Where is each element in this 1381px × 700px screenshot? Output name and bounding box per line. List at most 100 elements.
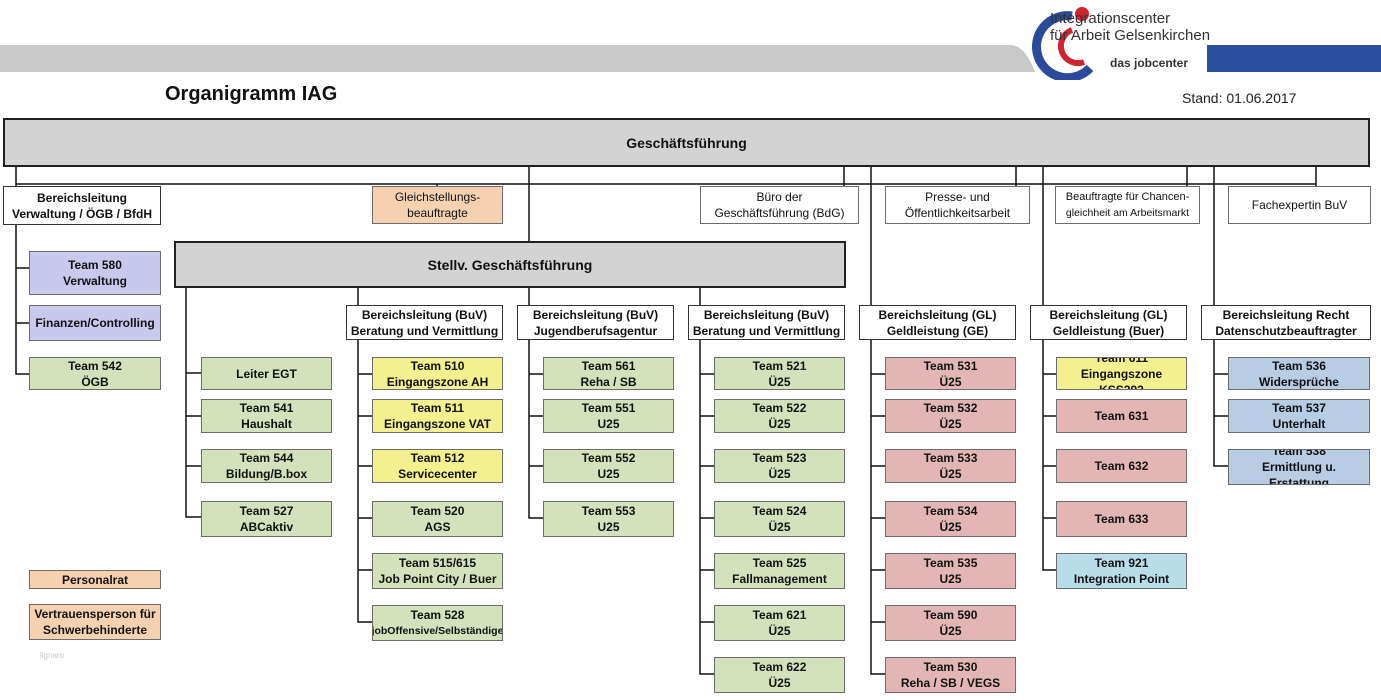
box-text-line: Beauftragte für Chancen- [1065,191,1190,203]
box-text-line: Team 511 [410,401,465,415]
box-fachexpertin: Fachexpertin BuV [1228,186,1371,224]
box-text-line: Team 552 [581,451,636,465]
watermark: lignaro [40,651,65,660]
box-text-line: Ermittlung u. Erstattung [1262,460,1336,485]
box-text-line: Team 551 [581,401,636,415]
box-text-line: ÖGB [81,374,109,389]
box-text-line: Team 553 [581,504,636,518]
connector [15,225,29,375]
box-text-line: ABCaktiv [239,520,294,534]
box-text-line: Team 580 [68,258,122,272]
box-chancengleichheit: Beauftragte für Chancen-gleichheit am Ar… [1055,186,1200,224]
box-geschaeftsfuehrung: Geschäftsführung [3,118,1370,167]
box-text-line: Team 535 [923,556,978,570]
connector [357,340,372,623]
jobcenter-c-logo-icon [1032,7,1094,80]
box-text-line: Bereichsleitung (BuV) [361,307,488,322]
connector [185,288,201,518]
box-personalrat: Personalrat [29,570,161,589]
box-text-line: Team 536 [1272,358,1326,373]
box-text-line: Bereichsleitung (BuV) [703,307,830,322]
box-text-line: Ü25 [939,374,962,389]
box-text-line: Öffentlichkeitsarbeit [904,206,1011,220]
box-text-line: Team 537 [1272,401,1326,415]
box-text-line: Verwaltung / ÖGB / BfdH [11,206,152,221]
box-team-632: Team 632 [1056,449,1187,483]
connector [1213,340,1228,467]
box-text-line: Team 632 [1094,459,1149,473]
box-text-line: Team 621 [752,608,807,622]
box-text-line: Beratung und Vermittlung [692,323,841,338]
box-text-line: Ü25 [939,520,962,534]
logo-line-3: das jobcenter [1110,56,1189,70]
connector [870,340,885,675]
box-text-line: Ü25 [768,676,791,690]
box-text-line: U25 [597,467,620,481]
box-team-633: Team 633 [1056,501,1187,537]
box-text-line: jobOffensive/Selbständige [372,625,503,637]
box-text-line: Bereichsleitung (BuV) [532,307,659,322]
box-text-line: Ü25 [939,467,962,481]
box-text-line: gleichheit am Arbeitsmarkt [1065,207,1190,219]
logo-line-1: Integrationscenter [1050,10,1171,27]
box-text-line: Gleichstellungs- [394,190,481,204]
box-text-line: Eingangszone KSS392 [1080,366,1163,390]
box-text-line: Ü25 [768,520,791,534]
box-text-line: Team 528 [410,608,465,622]
box-text-line: Bildung/B.box [225,467,308,481]
box-stellv-geschaeftsfuehrung: Stellv. Geschäftsführung [174,241,846,288]
box-text-line: Team 525 [752,556,807,570]
box-team-631: Team 631 [1056,399,1187,433]
box-text-line: Ü25 [768,374,791,389]
box-text-line: Team 523 [752,451,807,465]
logo-line-2: für Arbeit Gelsenkirchen [1050,27,1211,44]
box-text-line: Team 522 [752,401,807,415]
box-team-528: Team 528 jobOffensive/Selbständige [372,605,503,641]
box-text-line: Beratung und Vermittlung [350,323,499,338]
box-bl-buv-jugend: Bereichsleitung (BuV)Jugendberufsagentur [517,305,674,340]
box-text-line: Ü25 [768,417,791,431]
box-text-line: Finanzen/Controlling [35,316,155,330]
box-text-line: Team 622 [752,660,807,674]
box-bl-buv-beratung-1: Bereichsleitung (BuV)Beratung und Vermit… [346,305,503,340]
box-text-line: Team 633 [1094,512,1149,526]
box-bl-gl-buer: Bereichsleitung (GL)Geldleistung (Buer) [1030,305,1187,340]
box-text-line: Presse- und [925,190,990,204]
box-text-line: AGS [424,520,451,534]
header-band [0,7,1381,80]
box-text-line: Unterhalt [1272,417,1326,431]
box-text-line: Personalrat [61,572,129,587]
stand-date: Stand: 01.06.2017 [1182,90,1297,106]
box-text-line: Geldleistung (Buer) [1052,323,1165,338]
box-text-line: Team 590 [923,608,978,622]
connector [699,340,714,675]
box-leiter-egt: Leiter EGT [201,357,332,390]
box-text-line: Bereichsleitung (GL) [1049,307,1168,322]
box-text-line: U25 [939,572,962,586]
box-text-line: Team 520 [410,504,465,518]
box-text-line: Reha / SB [580,374,637,389]
box-text-line: Team 532 [923,401,978,415]
box-text-line: Bereichsleitung (GL) [878,307,997,322]
box-text-line: Haushalt [241,417,292,431]
box-text-line: Team 512 [410,451,465,465]
